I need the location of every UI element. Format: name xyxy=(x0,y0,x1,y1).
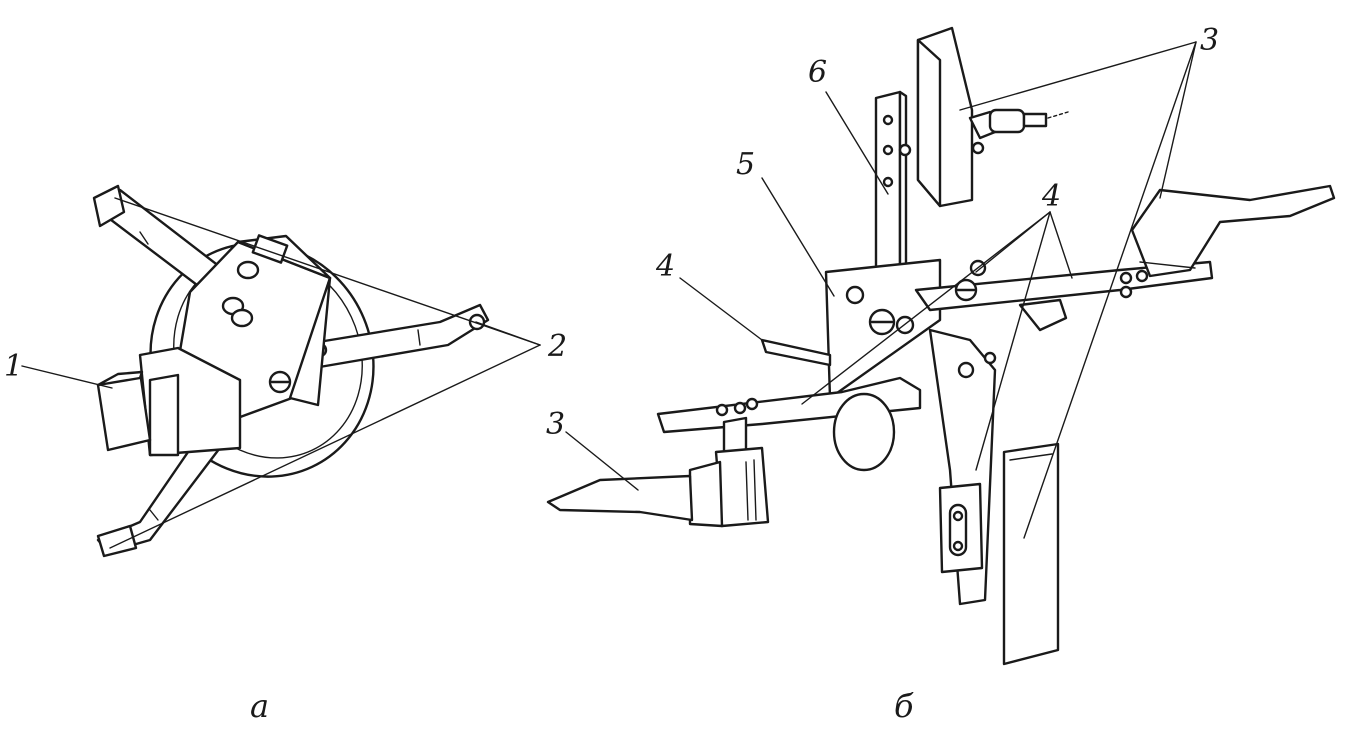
label-part-1: 1 xyxy=(4,349,23,384)
label-part-3-right: 3 xyxy=(1200,23,1219,58)
label-part-5: 5 xyxy=(736,147,755,182)
arm-lower-tip xyxy=(96,524,138,558)
assembly-b xyxy=(546,26,1336,666)
caption-a: а xyxy=(250,687,269,725)
assembly-a xyxy=(21,184,541,558)
label-part-3-left: 3 xyxy=(546,407,565,442)
label-part-6: 6 xyxy=(808,55,827,90)
caption-b: б xyxy=(894,687,914,725)
wheel xyxy=(832,392,896,472)
label-part-4-left: 4 xyxy=(655,249,675,284)
label-part-4-right: 4 xyxy=(1041,179,1061,214)
blade-holder-left xyxy=(714,446,770,528)
blade-right-upper xyxy=(1130,184,1336,278)
arm-upper-left-tip xyxy=(92,184,126,228)
blade-right-lower xyxy=(1002,442,1060,666)
label-part-2: 2 xyxy=(547,329,567,364)
blade-left xyxy=(546,474,694,522)
arm-left-horizontal xyxy=(656,376,922,434)
